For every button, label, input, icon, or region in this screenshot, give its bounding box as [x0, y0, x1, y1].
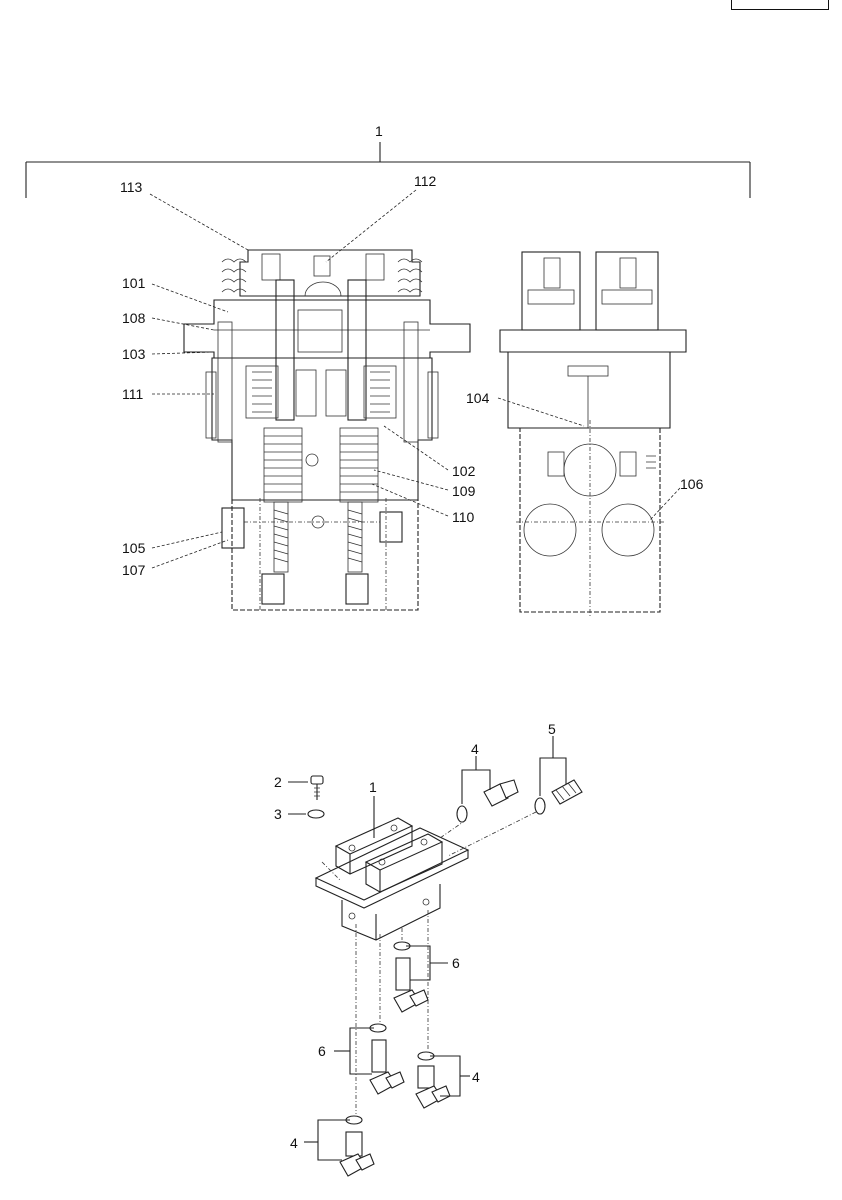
callout-108: 108 — [122, 310, 146, 326]
page-number-box: 5-57 — [731, 0, 829, 10]
callout-washer-3: 3 — [274, 806, 282, 822]
callout-103: 103 — [122, 346, 146, 362]
callout-110: 110 — [452, 509, 475, 525]
page-number: 5-57 — [732, 0, 828, 3]
callout-104: 104 — [466, 390, 490, 406]
callout-elbow-4-mid: 4 — [472, 1069, 480, 1085]
callout-107: 107 — [122, 562, 146, 578]
section-view-callouts: 113 112 101 108 103 111 102 109 110 105 … — [120, 173, 476, 578]
exploded-view-callouts: 1 2 3 4 5 6 6 4 4 — [274, 721, 556, 1151]
callout-111: 111 — [122, 386, 143, 402]
pilot-valve-side-view — [499, 251, 687, 616]
callout-105: 105 — [122, 540, 146, 556]
callout-connector-5: 5 — [548, 721, 556, 737]
callout-109: 109 — [452, 483, 476, 499]
callout-bolt-2: 2 — [274, 774, 282, 790]
exploded-view-leaders — [288, 736, 567, 1161]
callout-fitting-6-upper: 6 — [452, 955, 460, 971]
callout-106: 106 — [680, 476, 704, 492]
section-view-leaders — [149, 189, 449, 569]
side-view-callouts: 104 106 — [466, 390, 704, 492]
callout-elbow-4-bottom: 4 — [290, 1135, 298, 1151]
assembly-bracket: 1 — [25, 123, 751, 198]
callout-fitting-6-lower: 6 — [318, 1043, 326, 1059]
callout-102: 102 — [452, 463, 476, 479]
pilot-valve-section-view — [183, 249, 471, 612]
callout-assembly-1: 1 — [375, 123, 383, 139]
exploded-view-assembly — [307, 775, 583, 1177]
callout-body-1: 1 — [369, 779, 377, 795]
callout-elbow-4-top: 4 — [471, 741, 479, 757]
callout-112: 112 — [414, 173, 437, 189]
callout-113: 113 — [120, 179, 143, 195]
callout-101: 101 — [122, 275, 146, 291]
side-view-leaders — [497, 397, 681, 521]
